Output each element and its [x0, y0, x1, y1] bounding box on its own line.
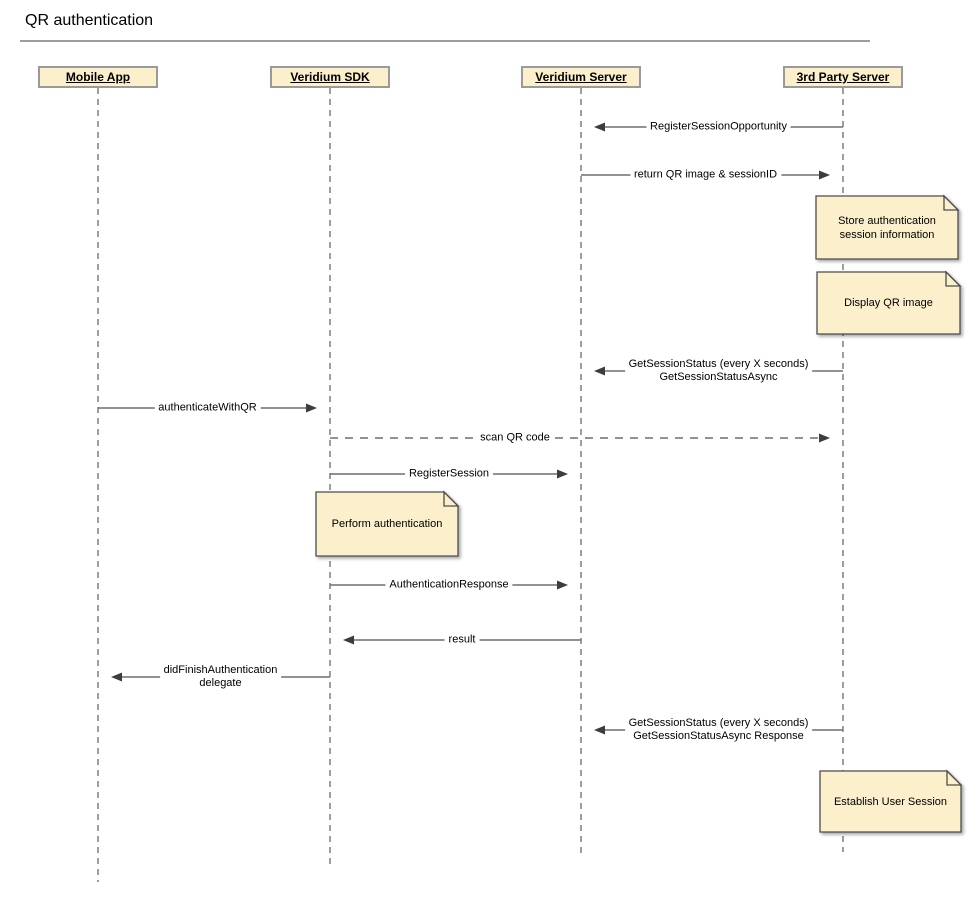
note-shape — [315, 490, 460, 557]
note-fold-corner-icon — [443, 490, 460, 507]
note-text: Store authentication session information — [838, 214, 936, 241]
note-body — [816, 271, 961, 335]
message-arrowhead-icon — [594, 366, 605, 376]
message-arrowhead-icon — [819, 170, 830, 180]
message-label: RegisterSessionOpportunity — [646, 119, 791, 135]
note-shape — [816, 270, 962, 335]
actor-label: Veridium SDK — [290, 70, 370, 84]
note-shape — [819, 769, 963, 833]
message-arrowhead-icon — [594, 122, 605, 132]
note-body — [315, 491, 459, 557]
note-shape — [815, 194, 960, 260]
message-label: return QR image & sessionID — [629, 167, 782, 183]
note-text: Perform authentication — [331, 518, 443, 530]
note-text: Display QR image — [844, 297, 933, 309]
message-arrowhead-icon — [557, 580, 568, 590]
message-label: authenticateWithQR — [154, 400, 261, 416]
message-arrowhead-icon — [557, 469, 568, 479]
message-arrowhead-icon — [111, 672, 122, 682]
note-fold-corner-icon — [946, 769, 963, 786]
message-arrowhead-icon — [594, 725, 605, 735]
actor-header-veridium-server: Veridium Server — [521, 66, 641, 88]
actor-header-third-party-server: 3rd Party Server — [783, 66, 903, 88]
note-fold-corner-icon — [943, 194, 960, 211]
message-label: result — [444, 632, 480, 648]
message-label: RegisterSession — [404, 466, 494, 482]
note-fold-corner-icon — [945, 270, 962, 287]
message-arrowhead-icon — [343, 635, 354, 645]
message-label: GetSessionStatus (every X seconds) GetSe… — [624, 716, 813, 744]
title-underline — [20, 40, 870, 42]
actor-label: Mobile App — [65, 70, 131, 84]
message-label: scan QR code — [476, 430, 554, 446]
actor-label: Veridium Server — [535, 70, 627, 84]
message-arrowhead-icon — [819, 433, 830, 443]
note-text: Establish User Session — [833, 795, 948, 808]
message-label: didFinishAuthentication delegate — [159, 663, 282, 691]
actor-header-veridium-sdk: Veridium SDK — [270, 66, 390, 88]
note-body — [819, 770, 962, 833]
diagram-title: QR authentication — [25, 12, 154, 29]
message-label: GetSessionStatus (every X seconds) GetSe… — [624, 357, 813, 385]
message-arrowhead-icon — [306, 403, 317, 413]
message-label: AuthenticationResponse — [385, 577, 513, 593]
note-body — [815, 195, 959, 260]
actor-header-mobile-app: Mobile App — [38, 66, 158, 88]
actor-label: 3rd Party Server — [796, 70, 890, 84]
